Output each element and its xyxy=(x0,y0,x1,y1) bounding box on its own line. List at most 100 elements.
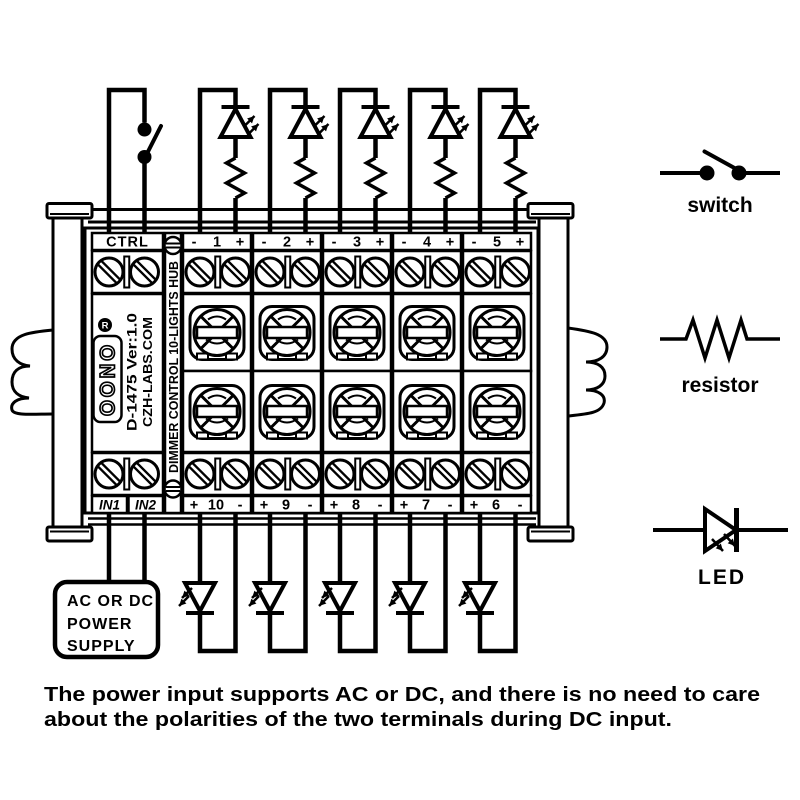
screw-terminal-icon xyxy=(129,256,160,288)
pot-foot xyxy=(295,431,308,440)
screw-terminal-icon xyxy=(254,256,286,288)
dimmer-potentiometer-icon xyxy=(468,305,526,361)
pot-slot xyxy=(195,325,239,340)
pot-foot xyxy=(365,431,378,440)
screw-slot xyxy=(503,465,524,486)
pot-foot xyxy=(266,352,279,361)
power-supply-line2: POWER xyxy=(67,616,132,633)
screw-slot xyxy=(261,462,282,483)
dimmer-potentiometer-icon xyxy=(188,384,246,440)
resistor-icon xyxy=(502,156,529,200)
pot-detail-arc xyxy=(277,394,297,400)
screw-slot xyxy=(468,263,489,284)
pot-foot xyxy=(225,431,238,440)
led-light-arrowhead xyxy=(389,598,397,606)
external-wiring xyxy=(106,87,540,654)
screw-slot xyxy=(398,465,419,486)
input-label-in2: IN2 xyxy=(135,498,157,513)
dimmer-potentiometer-icon xyxy=(188,305,246,361)
led-light-arrowhead xyxy=(322,590,330,598)
screw-terminal-icon xyxy=(430,256,461,288)
terminal-divider xyxy=(424,255,432,289)
terminal-divider xyxy=(354,457,362,491)
channel-label-plus: + xyxy=(446,235,454,251)
screw-slot xyxy=(297,462,318,483)
screw-terminal-icon xyxy=(500,458,531,490)
led-light-arrowhead xyxy=(457,116,465,124)
led-light-arrowhead xyxy=(247,116,255,124)
wire xyxy=(197,513,238,654)
channel-label-box xyxy=(461,494,533,515)
screw-slot xyxy=(132,465,153,486)
led-light-arrowhead xyxy=(462,590,470,598)
pot-detail-arc xyxy=(485,417,509,424)
screw-terminal-icon xyxy=(324,458,356,490)
wire xyxy=(267,513,308,654)
screw-slot xyxy=(223,465,244,486)
screw-slot xyxy=(328,465,349,486)
screw-slot xyxy=(471,462,492,483)
pot-foot xyxy=(336,352,349,361)
dimmer-potentiometer-icon xyxy=(328,305,386,361)
pot-slot xyxy=(475,404,519,419)
screw-slot xyxy=(437,462,458,483)
led-symbol-icon xyxy=(653,505,788,555)
pot-foot xyxy=(476,431,489,440)
led-light-arrowhead xyxy=(317,116,325,124)
resistor-icon xyxy=(432,156,459,200)
screw-terminal-icon xyxy=(500,256,531,288)
led-icon xyxy=(181,581,219,616)
pot-slot xyxy=(335,404,379,419)
channel-label-minus: - xyxy=(518,498,523,514)
brand-logo-box xyxy=(92,334,123,424)
wire xyxy=(407,513,448,654)
screw-terminal-icon xyxy=(290,458,321,490)
channel-label-number: 7 xyxy=(422,498,430,514)
screw-slot xyxy=(503,263,524,284)
screw-slot xyxy=(261,260,282,281)
wire xyxy=(477,87,518,233)
resistor-icon xyxy=(222,156,249,200)
strip-panel xyxy=(163,231,183,515)
screw-terminal-icon xyxy=(184,256,216,288)
wire xyxy=(477,513,518,654)
screw-slot xyxy=(433,263,454,284)
pot-foot xyxy=(505,431,518,440)
channel-label-minus: - xyxy=(472,235,477,251)
channel-label-number: 6 xyxy=(492,498,500,514)
resistor-icon xyxy=(362,156,389,200)
model-text: D-1475 Ver:1.0 xyxy=(125,313,140,431)
screw-slot xyxy=(363,465,384,486)
terminal-grid: -1++10--2++9--3++8--4++7--5++6- xyxy=(90,231,533,515)
channel-label-box xyxy=(251,494,323,515)
pot-foot xyxy=(406,352,419,361)
website-text: CZH-LABS.COM xyxy=(140,317,155,427)
screw-slot xyxy=(97,263,118,284)
channel-label-plus: + xyxy=(516,235,524,251)
channel-label-plus: + xyxy=(236,235,244,251)
pot-detail-arc xyxy=(205,417,229,424)
brand-area: R OONO D-1475 Ver:1.0 CZH-LABS.COM xyxy=(92,313,155,431)
power-supply: AC OR DC POWER SUPPLY xyxy=(52,579,161,660)
pot-detail-arc xyxy=(207,315,227,321)
terminal-divider xyxy=(284,255,292,289)
screw-slot xyxy=(188,263,209,284)
screw-slot xyxy=(97,465,118,486)
pot-detail-arc xyxy=(417,394,437,400)
channel-label-number: 4 xyxy=(423,235,431,251)
screw-terminal-icon xyxy=(290,256,321,288)
terminal-divider xyxy=(354,255,362,289)
channel-label-minus: - xyxy=(262,235,267,251)
channel-label-plus: + xyxy=(260,498,268,514)
screw-slot xyxy=(191,260,212,281)
led-light-arrowhead xyxy=(459,598,467,606)
channel-label-plus: + xyxy=(330,498,338,514)
din-mount-hardware xyxy=(10,202,609,543)
channel-label-plus: + xyxy=(470,498,478,514)
caption-line1: The power input supports AC or DC, and t… xyxy=(44,683,760,706)
switch-blade xyxy=(702,149,741,173)
left-spring-clip xyxy=(10,328,54,416)
led-light-arrowhead xyxy=(252,590,260,598)
led-light-arrowhead xyxy=(392,590,400,598)
